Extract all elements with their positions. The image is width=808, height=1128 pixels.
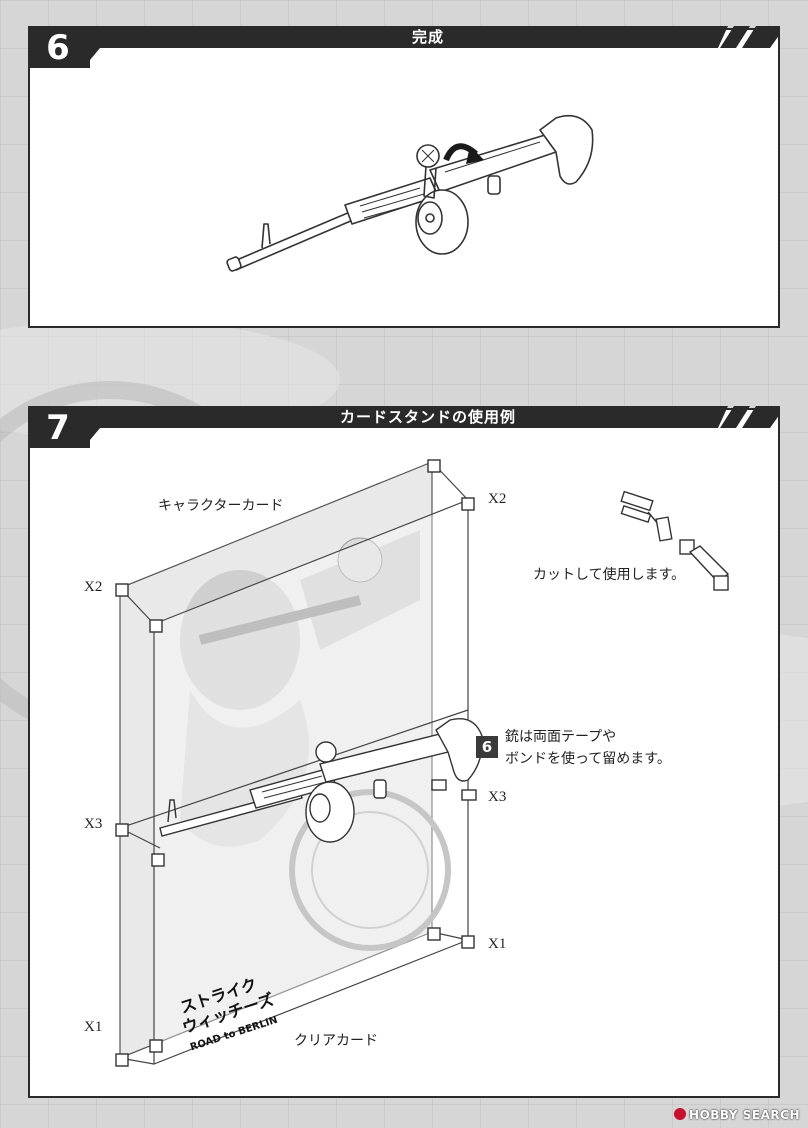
cut-note: カットして使用します。 (533, 567, 686, 583)
hobby-search-logo-icon (674, 1108, 687, 1120)
multiplier-x3-right: X3 (488, 789, 507, 805)
stand-clips (115, 459, 477, 1067)
attach-note-line2: ボンドを使って留めます。 (505, 751, 671, 767)
gun-on-stand (159, 718, 483, 843)
step-reference-badge: 6 (476, 736, 498, 758)
step-number: 7 (46, 408, 70, 448)
multiplier-x1-left: X1 (84, 1019, 103, 1035)
step-7-header: 7 カードスタンドの使用例 (28, 406, 780, 448)
multiplier-x2-left: X2 (84, 579, 103, 595)
character-card-label: キャラクターカード (158, 498, 284, 514)
multiplier-x3-left: X3 (84, 816, 103, 832)
step-title: 完成 (411, 28, 444, 46)
step-header-bar (28, 26, 780, 68)
step-header-bar (28, 406, 780, 448)
watermark: HOBBY SEARCH (674, 1108, 800, 1122)
attach-note: 銃は両面テープや ボンドを使って留めます。 (505, 726, 705, 770)
step-title: カードスタンドの使用例 (339, 408, 516, 426)
character-card (119, 461, 451, 1059)
step-number: 6 (46, 28, 70, 68)
completed-gun-illustration (226, 114, 594, 272)
cut-parts (620, 490, 730, 591)
watermark-text: HOBBY SEARCH (689, 1108, 800, 1122)
step-6-header: 6 完成 (28, 26, 780, 68)
multiplier-x2-right: X2 (488, 491, 507, 507)
clear-card-label: クリアカード (294, 1033, 378, 1049)
attach-note-line1: 銃は両面テープや (505, 729, 617, 745)
multiplier-x1-right: X1 (488, 936, 507, 952)
